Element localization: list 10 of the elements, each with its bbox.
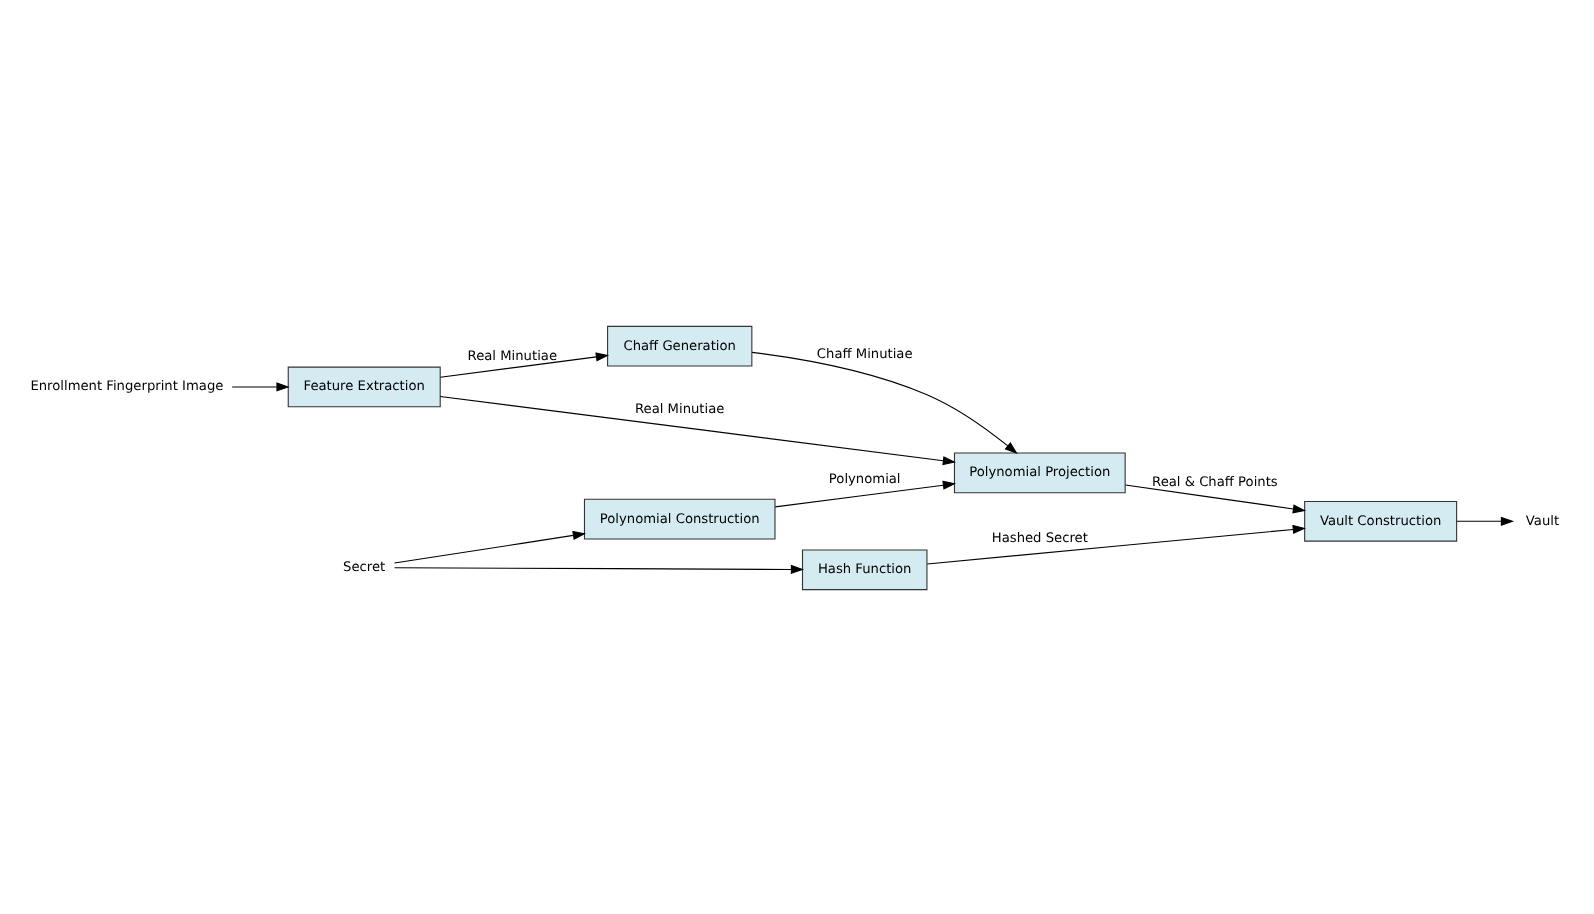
arrow	[774, 479, 957, 507]
arrow	[439, 394, 956, 465]
arrow	[439, 351, 610, 377]
arrow	[394, 563, 805, 574]
arrow	[231, 381, 290, 391]
arrow	[751, 350, 1018, 454]
arrow	[1456, 515, 1515, 525]
arrow	[393, 529, 587, 563]
arrow	[1124, 483, 1307, 513]
arrow	[926, 523, 1306, 564]
